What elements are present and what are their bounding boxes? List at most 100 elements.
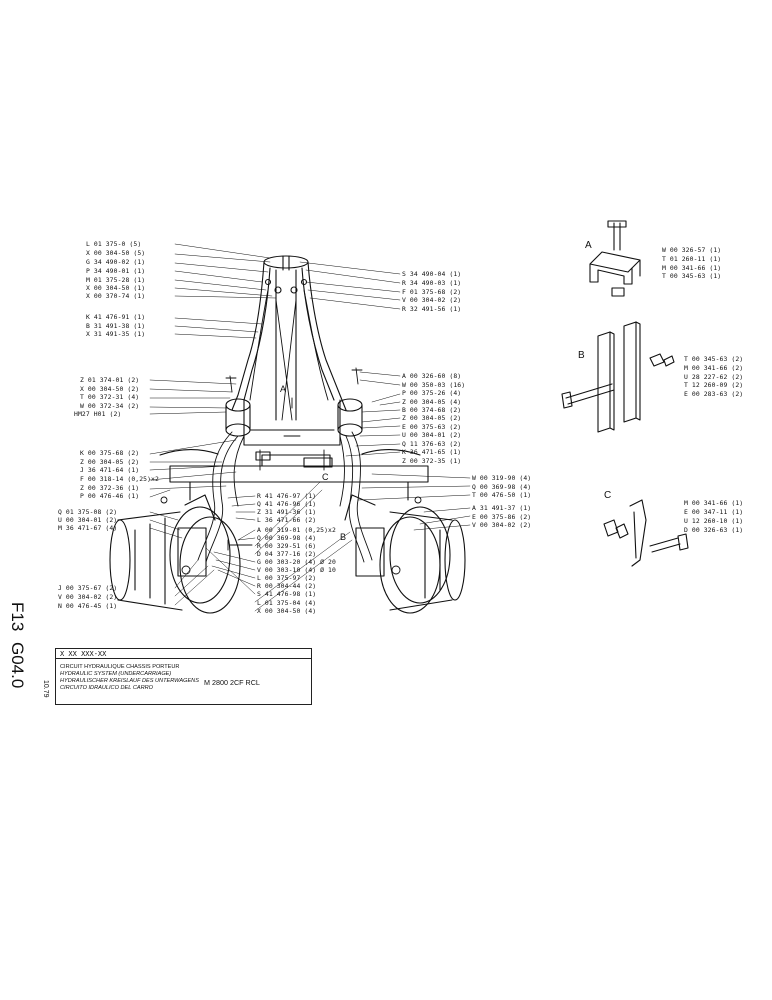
part-label: R 00 329-51 (6) [257, 542, 317, 550]
title-block-ref: X XX XXX-XX [56, 649, 311, 659]
part-label: L 36 471-66 (2) [257, 516, 317, 524]
track-right [344, 494, 466, 614]
part-label: Z 00 304-05 (2) [80, 458, 140, 466]
part-label: D 00 326-63 (1) [684, 526, 744, 534]
leader-lines [149, 243, 471, 612]
part-label: L 01 375-0 (5) [86, 240, 142, 248]
sheet-code: F13 G04.0 10.79 [5, 600, 51, 704]
part-label: E 00 347-11 (1) [684, 508, 744, 516]
part-label: X 00 304-50 (2) [80, 385, 140, 393]
part-label: M 00 341-66 (1) [662, 264, 722, 272]
part-label: V 00 304-02 (2) [58, 593, 118, 601]
part-label: B 31 491-38 (1) [86, 322, 146, 330]
title-line-en: HYDRAULIC SYSTEM (UNDERCARRIAGE) [60, 671, 172, 677]
part-label: X 00 304-50 (1) [86, 284, 146, 292]
detail-c-bracket [603, 499, 689, 567]
part-label: P 00 375-26 (4) [402, 389, 462, 397]
cylinder-left [225, 398, 251, 437]
part-label: M 00 341-66 (1) [684, 499, 744, 507]
diagram-letter-a: A [280, 384, 287, 394]
part-label: T 00 476-50 (1) [472, 491, 532, 499]
part-label: U 00 304-01 (2) [58, 516, 118, 524]
part-label: P 00 476-46 (1) [80, 492, 140, 500]
part-label: P 34 490-01 (1) [86, 267, 146, 275]
detail-a-letter: A [585, 240, 592, 251]
part-label: R 34 490-03 (1) [402, 279, 462, 287]
part-label: E 00 375-63 (2) [402, 423, 462, 431]
part-label: V 00 304-02 (2) [472, 521, 532, 529]
model-designation: M 2800 2CF RCL [204, 678, 260, 687]
part-label: U 00 304-01 (2) [402, 431, 462, 439]
part-label: A 31 491-37 (1) [472, 504, 532, 512]
part-label: U 28 227-62 (2) [684, 373, 744, 381]
part-label: J 36 471-64 (1) [80, 466, 140, 474]
cylinder-right [337, 398, 363, 437]
part-label: V 00 303-10 (4) Ø 10 [257, 566, 336, 574]
part-label: B 00 374-68 (2) [402, 406, 462, 414]
part-label: K 41 476-91 (1) [86, 313, 146, 321]
part-label: W 00 372-34 (2) [80, 402, 140, 410]
title-line-fr: CIRCUIT HYDRAULIQUE CHASSIS PORTEUR [60, 664, 180, 670]
part-label: Z 31 491-36 (1) [257, 508, 317, 516]
part-label: M 00 341-66 (2) [684, 364, 744, 372]
part-label: F 01 375-68 (2) [402, 288, 462, 296]
part-label: J 00 375-67 (2) [58, 584, 118, 592]
part-label: F 00 318-14 (0,25)x2 [80, 475, 159, 483]
diagram-letter-c: C [322, 472, 329, 482]
sheet-code-f13: F13 [8, 602, 27, 632]
part-label: D 04 377-16 (2) [257, 550, 317, 558]
part-label: G 00 303-20 (4) Ø 20 [257, 558, 336, 566]
track-left [109, 494, 241, 614]
chassis-frame [159, 449, 429, 501]
part-label: Q 01 375-08 (2) [58, 508, 118, 516]
fittings [160, 367, 422, 575]
part-label: Z 00 304-05 (2) [402, 414, 462, 422]
part-label: U 12 260-10 (1) [684, 517, 744, 525]
part-label: X 00 304-50 (4) [257, 607, 317, 615]
part-label: X 00 304-50 (5) [86, 249, 146, 257]
part-label: M 36 471-67 (4) [58, 524, 118, 532]
part-label: M 01 375-28 (1) [86, 276, 146, 284]
title-line-de: HYDRAULISCHER KREISLAUF DES UNTERWAGENS [60, 678, 199, 684]
part-label: W 00 319-90 (4) [472, 474, 532, 482]
part-label: L 00 375-97 (2) [257, 574, 317, 582]
part-label: K 00 375-68 (2) [80, 449, 140, 457]
part-label: X 31 491-35 (1) [86, 330, 146, 338]
part-label: Q 00 369-98 (4) [472, 483, 532, 491]
part-label: T 12 260-09 (2) [684, 381, 744, 389]
title-line-it: CIRCUITO IDRAULICO DEL CARRO [60, 685, 154, 691]
sheet-code-g04: G04.0 [8, 642, 27, 689]
part-label: Q 11 376-63 (2) [402, 440, 462, 448]
part-label: E 00 283-63 (2) [684, 390, 744, 398]
part-label: T 00 345-63 (1) [662, 272, 722, 280]
part-label: K 36 471-65 (1) [402, 448, 462, 456]
part-label: T 01 260-11 (1) [662, 255, 722, 263]
detail-a-clamp [589, 220, 641, 297]
part-label: Z 00 304-05 (4) [402, 398, 462, 406]
part-label: HM27 H01 (2) [74, 410, 122, 418]
part-label: S 34 490-04 (1) [402, 270, 462, 278]
part-label: T 00 345-63 (2) [684, 355, 744, 363]
part-label: E 00 375-86 (2) [472, 513, 532, 521]
detail-b-letter: B [578, 350, 585, 361]
part-label: Q 00 369-98 (4) [257, 534, 317, 542]
part-label: R 41 476-97 (1) [257, 492, 317, 500]
detail-b-plates [561, 321, 675, 433]
part-label: W 00 326-57 (1) [662, 246, 722, 254]
diagram-letter-b: B [340, 532, 347, 542]
sheet-date: 10.79 [42, 680, 49, 698]
part-label: R 00 304-44 (2) [257, 582, 317, 590]
part-label: Z 00 372-36 (1) [80, 484, 140, 492]
part-label: S 41 476-98 (1) [257, 590, 317, 598]
part-label: R 32 491-56 (1) [402, 305, 462, 313]
part-label: G 34 490-02 (1) [86, 258, 146, 266]
title-block: X XX XXX-XX CIRCUIT HYDRAULIQUE CHASSIS … [55, 648, 312, 705]
part-label: L 01 375-04 (4) [257, 599, 317, 607]
part-label: Q 41 476-96 (1) [257, 500, 317, 508]
part-label: A 00 319-01 (0,25)x2 [257, 526, 336, 534]
part-label: T 00 372-31 (4) [80, 393, 140, 401]
part-label: W 00 350-03 (16) [402, 381, 466, 389]
detail-c-letter: C [604, 490, 612, 501]
part-label: Z 01 374-01 (2) [80, 376, 140, 384]
